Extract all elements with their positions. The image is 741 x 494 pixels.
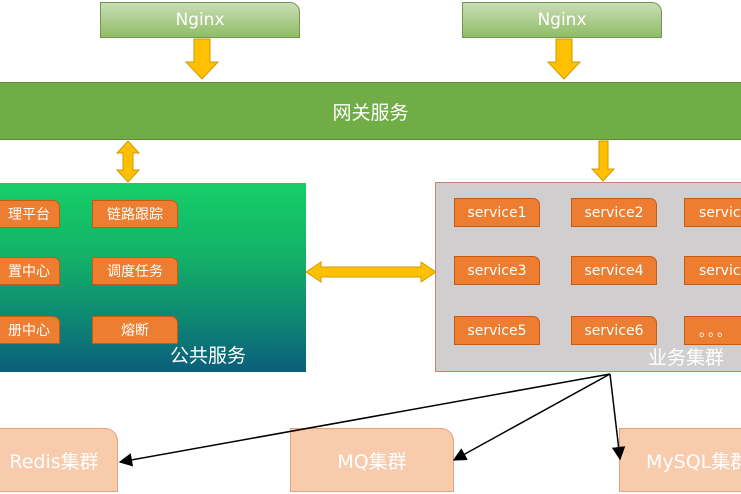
business-to-mysql-arrow [609,373,626,461]
service-box-3: service3 [454,256,540,285]
service-box-3-partial: service [684,198,741,227]
service-box-1: service1 [454,198,540,227]
service-box-5: service5 [454,316,540,345]
nginx-box-1: Nginx [100,2,300,38]
business-cluster-title: 业务集群 [648,347,725,369]
business-to-mq-arrow [452,373,611,461]
service-box-more: 。。。 [684,316,741,345]
service-box-6: service6 [571,316,657,345]
gateway-label: 网关服务 [332,101,409,124]
public-item-scheduler: 调度任务 [92,257,178,285]
mysql-cluster-box: MySQL集群 [619,428,741,492]
gateway-business-down-arrow [590,140,616,182]
nginx-1-down-arrow [184,38,220,80]
public-item-circuit-breaker: 熔断 [92,316,178,344]
gateway-service-bar: 网关服务 [0,82,741,140]
public-item-registry: 册中心 [0,316,60,344]
public-item-management-platform: 理平台 [0,200,60,228]
service-box-2: service2 [571,198,657,227]
redis-cluster-box: Redis集群 [0,428,118,492]
nginx-box-2: Nginx [462,2,662,38]
mq-cluster-box: MQ集群 [290,428,454,492]
public-services-title: 公共服务 [170,345,247,367]
public-item-config-center: 置中心 [0,257,60,285]
business-to-redis-arrow [118,373,611,467]
service-box-6-partial: service [684,256,741,285]
public-business-bidirectional-arrow [305,261,437,283]
gateway-public-bidirectional-arrow [115,140,141,183]
public-item-tracing: 链路跟踪 [92,200,178,228]
service-box-4: service4 [571,256,657,285]
nginx-2-down-arrow [546,38,582,80]
